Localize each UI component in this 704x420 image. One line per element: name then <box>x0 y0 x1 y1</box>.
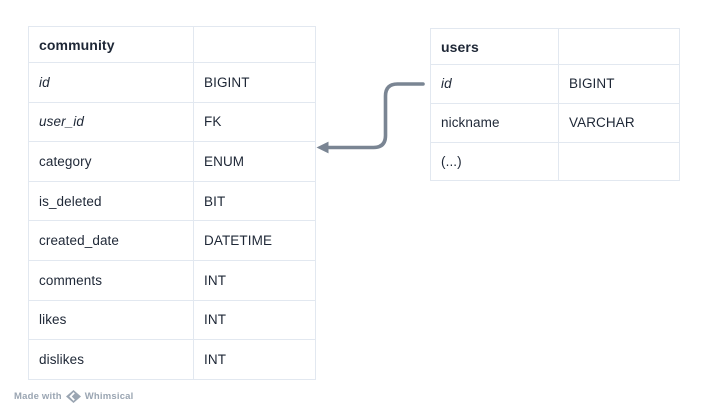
field-type-cell: BIGINT <box>558 64 680 104</box>
field-name-cell: id <box>430 64 559 104</box>
field-type-cell: FK <box>193 101 316 143</box>
field-type-cell: INT <box>193 339 316 380</box>
table-title: users <box>430 28 559 65</box>
field-type-cell: INT <box>193 259 316 301</box>
field-name-cell: user_id <box>28 101 194 143</box>
table-header-row[interactable]: users <box>430 28 680 65</box>
field-type-cell: BIGINT <box>193 62 316 103</box>
field-name-cell: id <box>28 62 194 103</box>
field-type-cell: VARCHAR <box>558 102 680 143</box>
whimsical-diamond-icon <box>65 390 81 403</box>
connector-arrowhead-icon <box>316 141 329 154</box>
field-type-cell <box>558 141 680 182</box>
field-name-cell: category <box>28 141 194 182</box>
connector-line[interactable] <box>325 82 425 150</box>
field-name-cell: (...) <box>430 141 559 182</box>
field-name-cell: dislikes <box>28 339 194 380</box>
field-name-cell: created_date <box>28 220 194 261</box>
field-type-cell: DATETIME <box>193 220 316 261</box>
field-type-cell: INT <box>193 299 316 341</box>
watermark[interactable]: Made with Whimsical <box>14 390 134 403</box>
watermark-made-with-label: Made with <box>14 391 62 402</box>
field-name-cell: likes <box>28 299 194 341</box>
field-name-cell: comments <box>28 259 194 301</box>
field-name-cell: is_deleted <box>28 180 194 222</box>
field-name-cell: nickname <box>430 102 559 143</box>
table-title-type-cell <box>558 28 680 65</box>
table-title-type-cell <box>193 26 316 63</box>
field-type-cell: BIT <box>193 180 316 222</box>
table-row[interactable]: (...) <box>430 141 680 182</box>
watermark-brand-label: Whimsical <box>84 391 134 402</box>
table-header-row[interactable]: community <box>28 26 316 63</box>
table-title: community <box>28 26 194 63</box>
field-type-cell: ENUM <box>193 141 316 182</box>
